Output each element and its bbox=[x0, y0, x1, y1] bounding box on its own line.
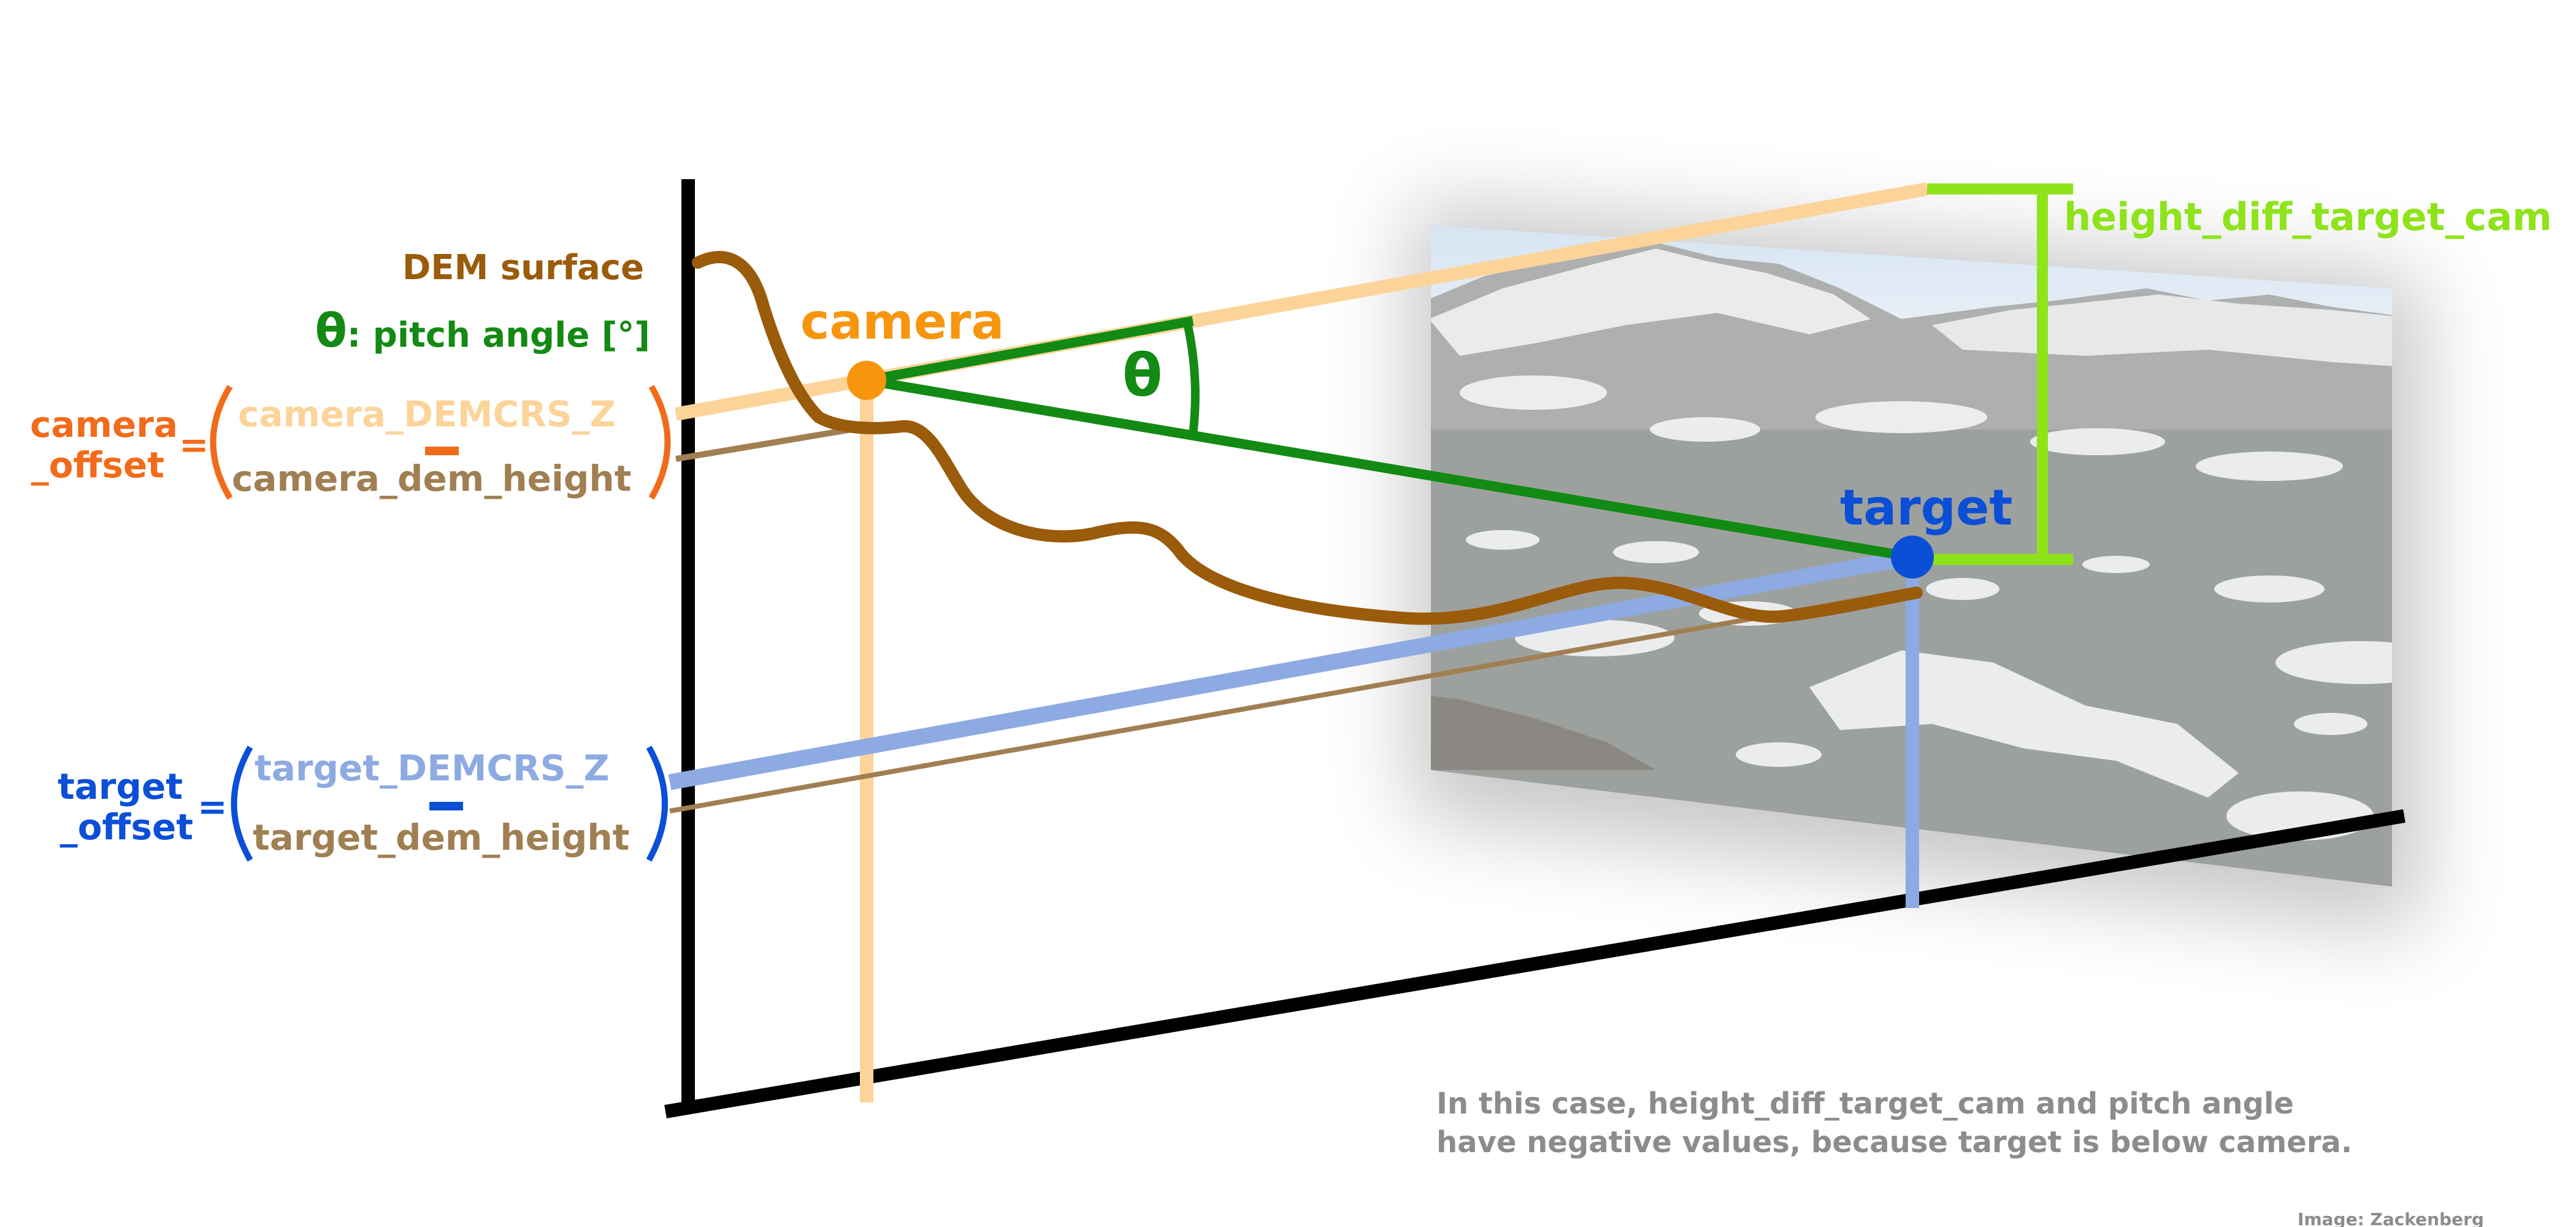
camera-dem-height: camera_dem_height bbox=[232, 458, 631, 499]
target-label: target bbox=[1840, 479, 2012, 536]
camera-offset-name-2: _offset bbox=[31, 444, 164, 486]
target-point bbox=[1891, 536, 1934, 579]
target-left-paren bbox=[231, 745, 253, 862]
explanation-note-line-1: In this case, height_diff_target_cam and… bbox=[1436, 1087, 2294, 1121]
camera-to-target-line bbox=[865, 375, 1914, 562]
height-diff-label: height_diff_target_cam bbox=[2064, 194, 2552, 239]
target-right-paren bbox=[646, 745, 668, 862]
target-offset-equals: = bbox=[197, 786, 228, 828]
target-dem-height: target_dem_height bbox=[253, 817, 629, 858]
camera-left-paren bbox=[210, 385, 233, 500]
target-offset-name-2: _offset bbox=[60, 806, 193, 848]
camera-right-paren bbox=[648, 385, 671, 500]
camera-demcrs-z: camera_DEMCRS_Z bbox=[238, 393, 616, 435]
ground-axis bbox=[664, 809, 2405, 1118]
image-credit: Image: Zackenberg bbox=[2298, 1209, 2484, 1227]
dem-surface-legend: DEM surface bbox=[402, 248, 644, 288]
camera-label: camera bbox=[800, 293, 1004, 350]
pitch-angle-legend: θ: pitch angle [°] bbox=[315, 303, 650, 358]
camera-offset-equals: = bbox=[179, 424, 209, 466]
camera-offset-formula: camera _offset = camera_DEMCRS_Z camera_… bbox=[30, 385, 671, 500]
theta-label: θ bbox=[1122, 342, 1162, 410]
target-demcrs-z: target_DEMCRS_Z bbox=[255, 747, 610, 789]
camera-offset-name: camera bbox=[30, 404, 178, 445]
height-diff-bracket bbox=[1920, 183, 2073, 565]
camera-minus-sign bbox=[425, 447, 459, 455]
target-dem-height-line bbox=[669, 588, 1913, 814]
photo-rocks bbox=[1431, 693, 1656, 770]
explanation-note-line-2: have negative values, because target is … bbox=[1436, 1125, 2352, 1160]
target-offset-formula: target _offset = target_DEMCRS_Z target_… bbox=[58, 745, 668, 862]
camera-point bbox=[847, 361, 886, 400]
pitch-angle-arc bbox=[1183, 320, 1200, 435]
target-offset-name: target bbox=[58, 766, 183, 807]
target-height-line bbox=[668, 549, 1914, 790]
dem-surface-curve bbox=[692, 251, 1923, 625]
target-minus-sign bbox=[429, 802, 463, 810]
